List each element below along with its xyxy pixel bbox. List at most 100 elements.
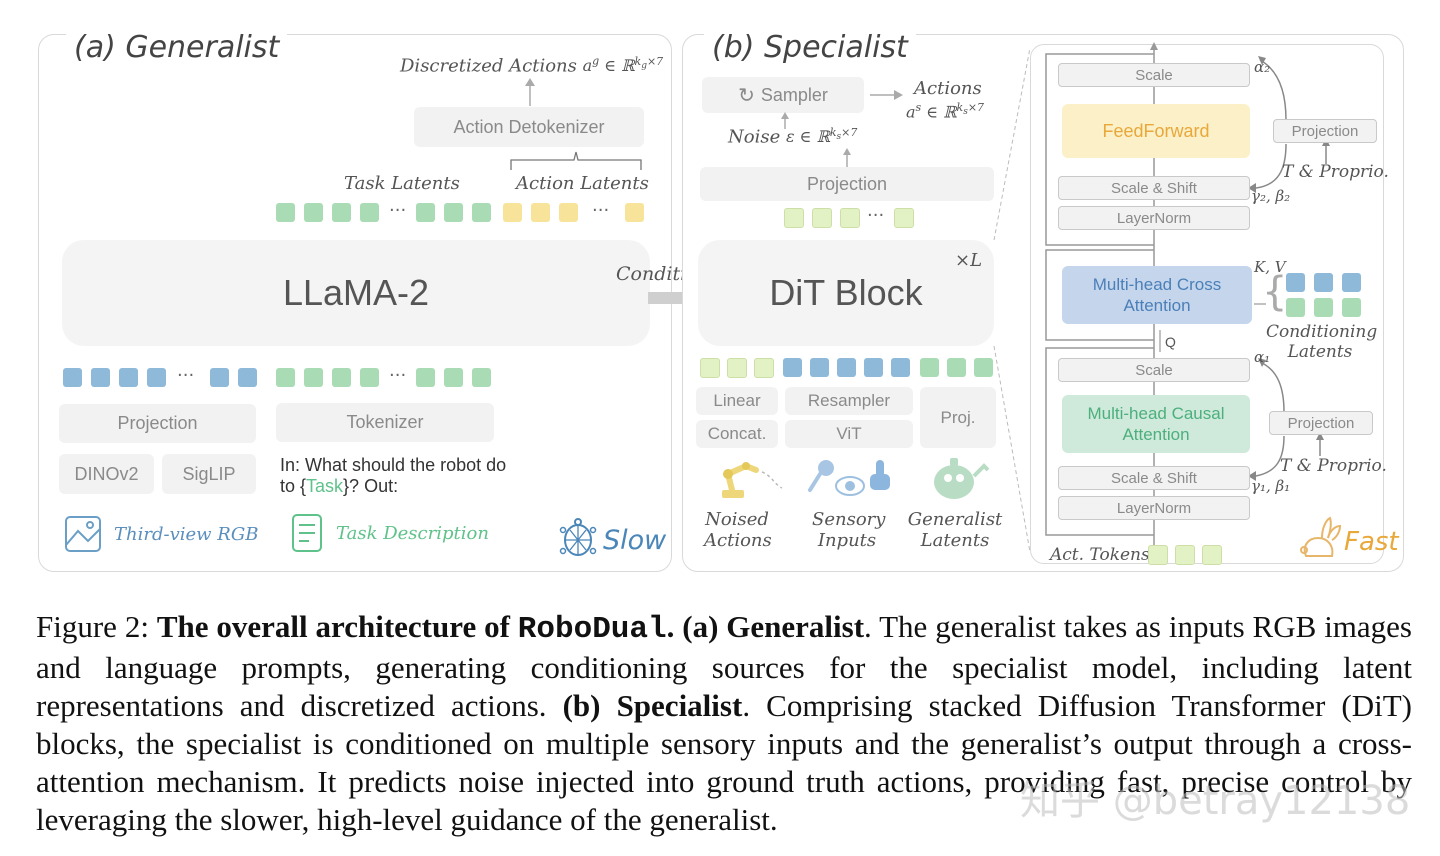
sampler-box: ↻ Sampler [702, 77, 864, 113]
caption-text2: . Comprising stacked Diffusion Transform… [36, 688, 1412, 837]
visual-token [147, 368, 166, 387]
task-latent-token [332, 203, 351, 222]
noise-label: Noise ε ∈ ℝks×7 [728, 126, 858, 148]
actions-math: as ∈ ℝks×7 [906, 101, 985, 122]
projection-bottom-box: Projection [1269, 411, 1373, 435]
visual-token [63, 368, 82, 387]
t-proprio-bottom-label: T & Proprio. [1280, 456, 1387, 476]
noise-arrow [781, 112, 789, 129]
act-token [1202, 545, 1222, 565]
figure-caption: Figure 2: The overall architecture of Ro… [36, 608, 1412, 839]
output-token [812, 208, 832, 228]
visual-token [210, 368, 229, 387]
refresh-icon: ↻ [738, 84, 755, 107]
output-token [894, 208, 914, 228]
task-latent-token [360, 203, 379, 222]
action-latents-label: Action Latents [516, 173, 649, 194]
caption-text1: . The generalist takes as inputs RGB ima… [36, 609, 1412, 723]
third-view-label: Third-view RGB [114, 524, 259, 545]
action-latent-token [531, 203, 550, 222]
t-proprio-top-label: T & Proprio. [1282, 162, 1389, 182]
causal-attention-label: Multi-head Causal Attention [1087, 404, 1225, 444]
task-description-label: Task Description [336, 523, 489, 544]
generalist-title: (a) Generalist [66, 30, 288, 65]
text-token [276, 368, 295, 387]
ellipsis: ··· [867, 205, 885, 226]
caption-fig: Figure 2: [36, 609, 157, 644]
causal-attention-box: Multi-head Causal Attention [1062, 395, 1250, 453]
text-token [444, 368, 463, 387]
concat-box: Concat. [696, 420, 778, 448]
text-token [472, 368, 491, 387]
conditioning-latent-token [1314, 298, 1333, 317]
action-latent-token [503, 203, 522, 222]
projection-top-box: Projection [1273, 119, 1377, 143]
projection-box: Projection [59, 404, 256, 443]
image-icon [65, 516, 101, 552]
generalist-token [974, 358, 993, 377]
times-l-label: ×L [955, 250, 983, 271]
visual-token [91, 368, 110, 387]
siglip-box: SigLIP [162, 454, 256, 494]
scale-shift-top-box: Scale & Shift [1058, 176, 1250, 200]
sensory-token [810, 358, 829, 377]
text-token [416, 368, 435, 387]
output-token [784, 208, 804, 228]
action-latent-token [559, 203, 578, 222]
q-label: Q [1165, 334, 1176, 350]
act-tokens-label: Act. Tokens [1050, 545, 1150, 565]
scale-shift-bottom-box: Scale & Shift [1058, 466, 1250, 490]
action-detokenizer-box: Action Detokenizer [414, 107, 644, 147]
robot-arm-icon [722, 462, 783, 498]
detok-arrow [525, 78, 535, 106]
cross-attention-label: Multi-head Cross Attention [1092, 275, 1222, 315]
text-token [360, 368, 379, 387]
slow-label: Slow [603, 525, 667, 556]
act-token [1175, 545, 1195, 565]
ellipsis: ··· [592, 200, 610, 221]
layernorm-bottom-box: LayerNorm [1058, 496, 1250, 520]
text-token [332, 368, 351, 387]
conditioning-latent-token [1342, 273, 1361, 292]
llama-box: LLaMA-2 [62, 240, 650, 346]
alpha1-label: α₁ [1254, 348, 1271, 366]
conditioning-latent-token [1342, 298, 1361, 317]
gamma1-label: γ₁, β₁ [1251, 477, 1291, 495]
tokenizer-box: Tokenizer [276, 403, 494, 442]
sensory-token [891, 358, 910, 377]
ellipsis: ··· [389, 200, 407, 221]
specialist-projection-box: Projection [700, 167, 994, 201]
action-latents-brace [510, 151, 642, 170]
caption-mono: RoboDual [517, 612, 667, 647]
discretized-actions-label: Discretized Actions ag ∈ ℝkg×7 [400, 55, 664, 77]
layernorm-top-box: LayerNorm [1058, 206, 1250, 230]
task-latent-token [444, 203, 463, 222]
turtle-icon [559, 518, 597, 556]
scale-bottom-box: Scale [1058, 358, 1250, 382]
kv-brace: { [1262, 269, 1288, 315]
output-token [840, 208, 860, 228]
generalist-token [947, 358, 966, 377]
generalist-latents-label: Generalist Latents [907, 509, 1003, 551]
ellipsis: ··· [389, 365, 407, 386]
actions-label: Actions [914, 78, 982, 99]
caption-bold1: The overall architecture of [156, 609, 518, 644]
zoom-lines [993, 47, 1031, 553]
sampler-label: Sampler [760, 84, 828, 105]
alpha2-label: α₂ [1254, 58, 1271, 76]
fast-label: Fast [1344, 527, 1399, 557]
generalist-token [920, 358, 939, 377]
noised-actions-label: Noised Actions [704, 509, 772, 551]
kv-label: K, V [1254, 258, 1286, 276]
text-token [304, 368, 323, 387]
gamma2-label: γ₂, β₂ [1251, 187, 1291, 205]
caption-bold1b: . (a) Generalist [666, 609, 865, 644]
visual-token [238, 368, 257, 387]
linear-box: Linear [696, 387, 778, 415]
rabbit-icon [1300, 516, 1342, 557]
sensory-inputs-label: Sensory Inputs [812, 509, 886, 551]
dit-block-box: DiT Block [698, 240, 994, 346]
task-latent-token [472, 203, 491, 222]
conditioning-latent-token [1314, 273, 1333, 292]
action-latent-token [625, 203, 644, 222]
